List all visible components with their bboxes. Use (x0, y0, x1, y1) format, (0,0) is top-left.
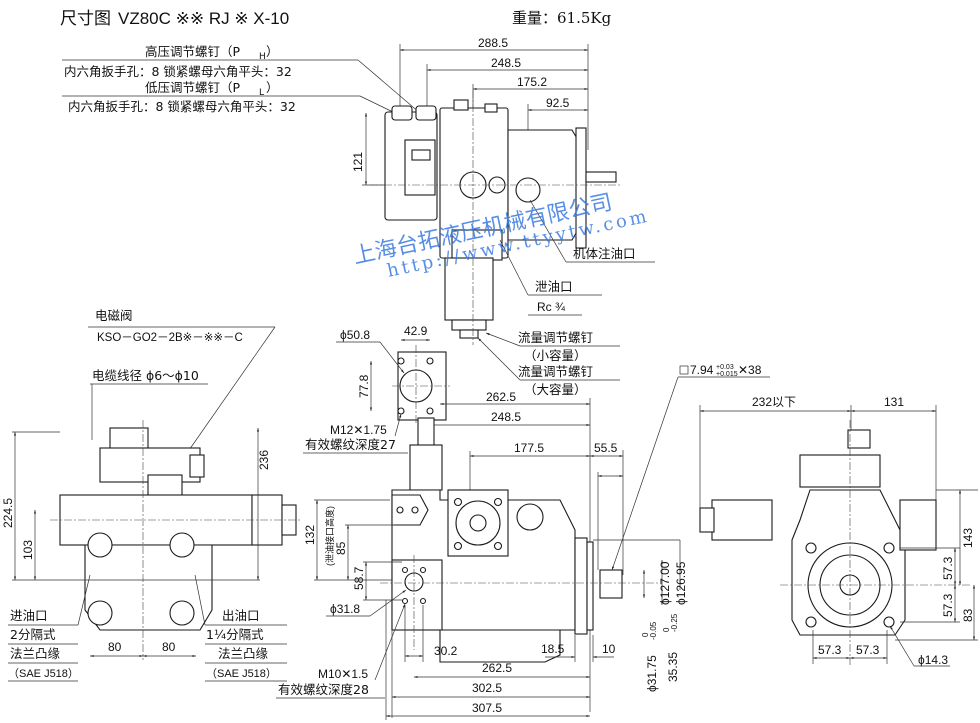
pilot-dia-2: ϕ126.95 (674, 561, 688, 605)
dim-175-2: 175.2 (517, 75, 547, 89)
paren: ） (266, 80, 279, 95)
dim-83: 83 (961, 608, 975, 622)
flange-detail: ϕ50.8 42.9 77.8 M12✕1.75 有效螺纹深度27 (303, 324, 450, 454)
dim-302-5: 302.5 (472, 681, 502, 695)
low-pressure-spec: 内六角扳手孔：8 锁紧螺母六角平头：32 (68, 99, 296, 114)
dim-143: 143 (961, 528, 975, 548)
dim-248-5: 248.5 (491, 56, 521, 70)
shaft-dia: ϕ31.75 (645, 655, 659, 692)
inlet-standard: （SAE J518） (8, 667, 79, 680)
dim-177-5: 177.5 (514, 441, 544, 455)
dim-248-5-front: 248.5 (491, 410, 521, 424)
flange-hole-spacing-v: 77.8 (357, 374, 371, 398)
key-length: ✕38 (738, 363, 762, 377)
drain-height-note: (泄油接口高度) (324, 506, 335, 566)
key-tol-upper: +0.03 (716, 364, 734, 371)
solenoid-model: KSO－GO2－2B※－※※－C (97, 332, 243, 344)
front-thread-depth: 有效螺纹深度28 (278, 682, 369, 697)
front-view: 262.5 248.5 177.5 55.5 (276, 363, 770, 720)
dim-55-5: 55.5 (594, 441, 618, 455)
header: 尺寸图 VZ80C ※※ RJ ※ X-10 重量：61.5Kg (60, 9, 612, 29)
body-fill-port-label: 机体注油口 (573, 246, 636, 261)
subscript-l: L (259, 88, 264, 98)
flow-screw-small-note: （小容量） (524, 348, 587, 363)
drain-port-thread: Rc ¾ (537, 300, 566, 314)
cable-diameter-label: 电缆线径 ϕ6～ϕ10 (92, 368, 199, 383)
front-bore: ϕ31.8 (330, 602, 360, 616)
dim-85: 85 (334, 541, 348, 555)
flange-hole-spacing-h: 42.9 (404, 324, 428, 338)
shaft-dia-tol-lower: -0.05 (649, 621, 658, 640)
dim-80-right: 80 (162, 640, 176, 654)
dim-262-5-top: 262.5 (486, 390, 516, 404)
inlet-port-label: 进油口 (10, 608, 48, 623)
mount-hole: ϕ14.3 (918, 653, 948, 667)
shaft-dia-tol-upper: 0 (641, 632, 650, 637)
pilot-dia-1: ϕ127.00 (658, 561, 672, 605)
solenoid-valve-label: 电磁阀 (95, 308, 133, 323)
model-number: VZ80C ※※ RJ ※ X-10 (118, 9, 289, 28)
dim-232: 232以下 (752, 395, 796, 409)
outlet-standard: （SAE J518） (206, 667, 277, 680)
square-symbol-icon (679, 365, 689, 375)
dim-132-front: 132 (303, 525, 317, 545)
flow-screw-large-note: （大容量） (524, 382, 587, 397)
dim-224-5: 224.5 (1, 498, 15, 528)
key-spec: 7.94 (690, 363, 714, 377)
outlet-port-label: 出油口 (222, 608, 260, 623)
outlet-size: 1¼分隔式 (206, 627, 264, 642)
inlet-size: 2分隔式 (10, 627, 56, 642)
key-tol-lower: +0.015 (716, 371, 738, 378)
dim-103: 103 (21, 540, 35, 560)
shaft-key: 35.35 (666, 652, 680, 682)
dim-121: 121 (351, 152, 365, 172)
dim-57-3-lower: 57.3 (941, 593, 955, 617)
dim-58-7: 58.7 (352, 566, 366, 590)
left-view: 电磁阀 KSO－GO2－2B※－※※－C 电缆线径 ϕ6～ϕ10 224.5 1… (1, 308, 300, 682)
top-view: 高压调节螺钉（P H ） 内六角扳手孔：8 锁紧螺母六角平头：32 低压调节螺钉… (62, 36, 655, 397)
flow-screw-small-label: 流量调节螺钉 (518, 330, 594, 345)
front-thread: M10✕1.5 (318, 667, 368, 681)
dim-236: 236 (257, 450, 271, 470)
high-pressure-spec: 内六角扳手孔：8 锁紧螺母六角平头：32 (64, 64, 292, 79)
drawing-label: 尺寸图 (60, 9, 111, 29)
subscript-h: H (259, 52, 266, 62)
right-view: 232以下 131 143 57.3 57.3 83 5 (699, 395, 978, 667)
dim-131: 131 (884, 395, 904, 409)
dim-57-3-upper: 57.3 (941, 556, 955, 580)
high-pressure-screw-label: 高压调节螺钉（P (145, 44, 241, 59)
weight-label: 重量：61.5Kg (512, 9, 612, 27)
dim-10: 10 (602, 642, 616, 656)
dim-57-3-right: 57.3 (856, 643, 880, 657)
dim-288-5: 288.5 (478, 36, 508, 50)
flange-thread: M12✕1.75 (330, 423, 387, 437)
low-pressure-screw-label: 低压调节螺钉（P (145, 80, 241, 95)
shaft-key-tol-lower: -0.25 (670, 613, 679, 632)
inlet-flange: 法兰凸缘 (10, 646, 61, 661)
dim-307-5: 307.5 (472, 701, 502, 715)
dim-262-5-bottom: 262.5 (482, 661, 512, 675)
outlet-flange: 法兰凸缘 (218, 646, 269, 661)
dim-30-2: 30.2 (434, 644, 458, 658)
dim-57-3-left: 57.3 (818, 643, 842, 657)
paren: ） (266, 44, 279, 59)
dim-18-5: 18.5 (541, 642, 565, 656)
dim-92-5: 92.5 (546, 96, 570, 110)
flange-thread-depth: 有效螺纹深度27 (305, 437, 396, 452)
drain-port-label: 泄油口 (535, 279, 573, 294)
shaft-key-tol-upper: 0 (662, 627, 671, 632)
dim-80-left: 80 (108, 640, 122, 654)
flange-bore: ϕ50.8 (340, 328, 370, 342)
flow-screw-large-label: 流量调节螺钉 (518, 364, 594, 379)
